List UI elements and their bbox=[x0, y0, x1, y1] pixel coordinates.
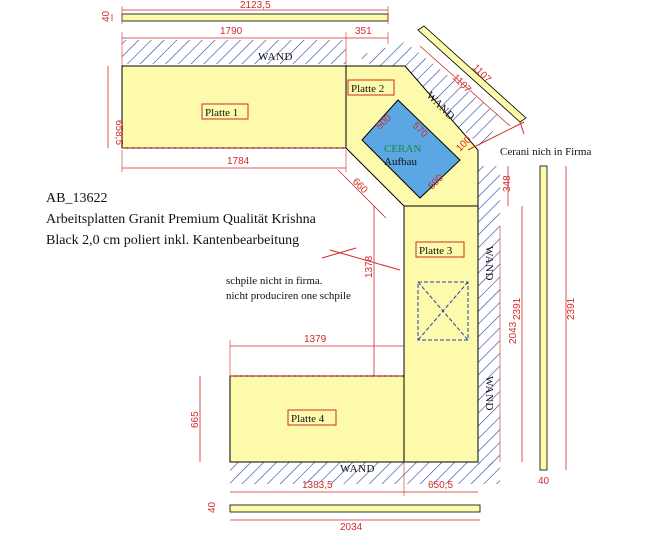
dim-348: 348 bbox=[502, 175, 513, 192]
sink-cross-2 bbox=[417, 281, 469, 341]
plate-4-label: Platte 4 bbox=[291, 413, 325, 425]
dim-650: 650,5 bbox=[428, 480, 453, 491]
note-cerani: Cerani nich in Firma bbox=[500, 146, 591, 158]
dim-2043: 2043 bbox=[508, 321, 519, 344]
plate-1 bbox=[121, 65, 347, 149]
dim-lines-top bbox=[121, 32, 389, 66]
title-line-2: Black 2,0 cm poliert inkl. Kantenbearbei… bbox=[46, 233, 300, 248]
dim-top-strip-height: 40 bbox=[101, 10, 112, 22]
order-code: AB_13622 bbox=[46, 191, 108, 206]
wall-label-right-2: WAND bbox=[483, 376, 495, 411]
dim-1378: 1378 bbox=[364, 255, 375, 278]
plate-1-label: Platte 1 bbox=[205, 107, 238, 119]
dim-right-strip-width: 40 bbox=[538, 476, 550, 487]
wall-label-right-1: WAND bbox=[483, 246, 495, 281]
dim-351: 351 bbox=[355, 26, 372, 37]
note-schpile-1: schpile nicht in firma. bbox=[226, 275, 323, 287]
title-line-1: Arbeitsplatten Granit Premium Qualität K… bbox=[46, 212, 316, 227]
plate-3-label: Platte 3 bbox=[419, 245, 453, 257]
top-strip bbox=[111, 6, 389, 24]
plate-1-label-box bbox=[201, 103, 249, 120]
dim-2034: 2034 bbox=[340, 522, 363, 533]
bottom-strip bbox=[229, 504, 481, 513]
dim-660: 660 bbox=[350, 176, 370, 196]
plate-4 bbox=[229, 375, 405, 463]
dim-top-strip-length: 2123,5 bbox=[240, 0, 271, 11]
dim-bottom-strip-height: 40 bbox=[207, 501, 218, 513]
dim-665: 665 bbox=[190, 411, 201, 428]
wall-label-top: WAND bbox=[258, 51, 293, 63]
diagonal-strip bbox=[417, 25, 527, 123]
dim-line-1107b bbox=[419, 45, 511, 127]
plate-2-label-box bbox=[347, 79, 395, 96]
note-arrow-schpile bbox=[329, 249, 401, 271]
dim-1790: 1790 bbox=[220, 26, 243, 37]
dim-658: 658,5 bbox=[113, 120, 124, 145]
note-arrow-cerani bbox=[467, 121, 525, 151]
dim-line-660 bbox=[337, 169, 387, 219]
ceran-cooktop bbox=[361, 99, 461, 199]
dim-2391a: 2391 bbox=[512, 297, 523, 320]
dim-1383: 1383,5 bbox=[302, 480, 333, 491]
dim-1379: 1379 bbox=[304, 334, 327, 345]
title-block: AB_13622 Arbeitsplatten Granit Premium Q… bbox=[46, 188, 346, 251]
note-schpile-2: nicht produciren one schpile bbox=[226, 290, 351, 302]
dim-1784: 1784 bbox=[227, 156, 250, 167]
right-strip bbox=[539, 165, 548, 471]
plate-2-label: Platte 2 bbox=[351, 83, 384, 95]
ceran-label: CERAN bbox=[384, 143, 421, 155]
ceran-sublabel: Aufbau bbox=[384, 156, 417, 168]
sink-cutout bbox=[417, 281, 469, 341]
plate-3-label-box bbox=[415, 241, 465, 258]
wall-label-bottom: WAND bbox=[340, 463, 375, 475]
dim-2391b: 2391 bbox=[566, 297, 577, 320]
note-arrow-cerani-tick bbox=[519, 121, 525, 135]
plate-4-label-box bbox=[287, 409, 337, 426]
